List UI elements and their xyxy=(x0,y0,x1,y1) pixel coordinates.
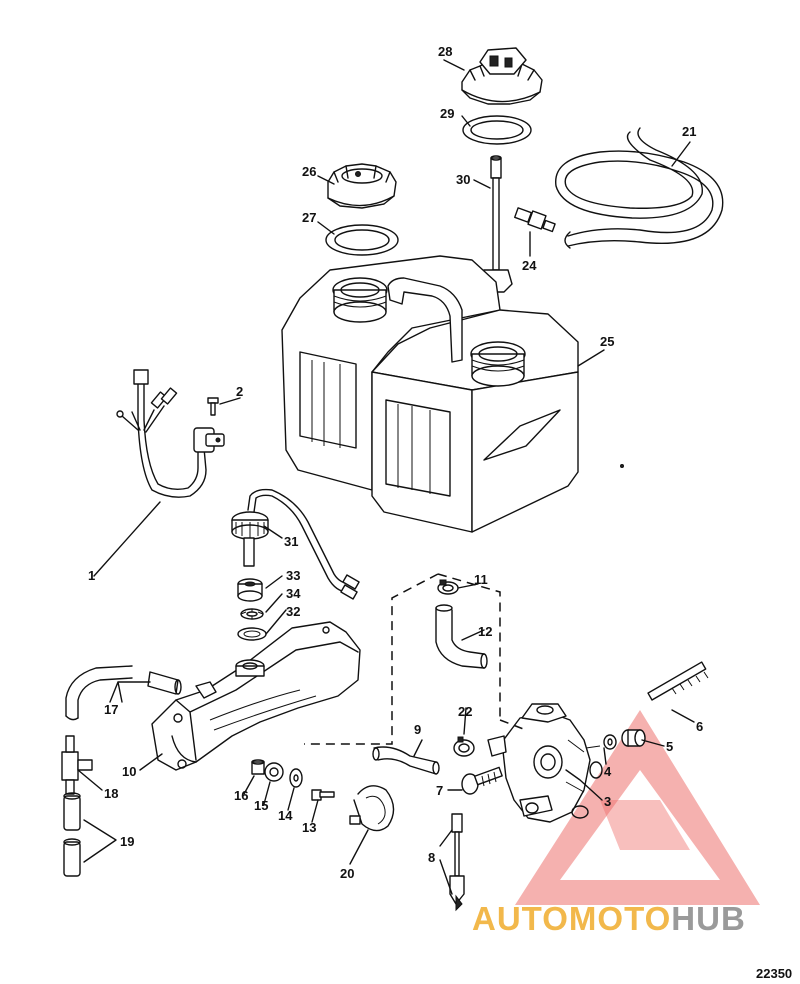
part-21-hose xyxy=(555,127,724,249)
part-14-washer xyxy=(289,768,303,788)
part-3-oil-pump xyxy=(487,703,603,823)
callout-5: 5 xyxy=(666,739,673,754)
part-10-manifold xyxy=(151,621,361,771)
callout-9: 9 xyxy=(414,722,421,737)
callout-33: 33 xyxy=(286,568,300,583)
part-2-screw xyxy=(207,397,219,416)
callout-28: 28 xyxy=(438,44,452,59)
callout-15: 15 xyxy=(254,798,268,813)
part-31-sensor xyxy=(231,488,360,600)
part-16-nut xyxy=(251,759,265,775)
callout-6: 6 xyxy=(696,719,703,734)
figure-number: 22350 xyxy=(756,966,792,981)
callout-13: 13 xyxy=(302,820,316,835)
callout-16: 16 xyxy=(234,788,248,803)
callout-4: 4 xyxy=(604,764,612,779)
callout-1: 1 xyxy=(88,568,95,583)
part-11-clamp xyxy=(437,579,459,595)
callout-19: 19 xyxy=(120,834,134,849)
callout-12: 12 xyxy=(478,624,492,639)
part-33-bushing xyxy=(237,578,263,602)
callout-22: 22 xyxy=(458,704,472,719)
callout-31: 31 xyxy=(284,534,298,549)
callout-30: 30 xyxy=(456,172,470,187)
callout-24: 24 xyxy=(522,258,537,273)
callout-21: 21 xyxy=(682,124,696,139)
part-20-strap xyxy=(349,785,395,832)
part-22-clamp xyxy=(453,736,475,757)
callout-17: 17 xyxy=(104,702,118,717)
callout-27: 27 xyxy=(302,210,316,225)
callout-labels: 1 2 3 4 5 6 7 8 9 10 11 12 13 14 15 16 1… xyxy=(88,44,703,881)
part-13-bolt xyxy=(311,789,335,801)
part-8-link-rod xyxy=(449,813,465,912)
callout-10: 10 xyxy=(122,764,136,779)
callout-2: 2 xyxy=(236,384,243,399)
hose-routing-dashed-line xyxy=(304,573,527,745)
part-4-o-ring xyxy=(603,734,617,750)
part-1-wiring-harness xyxy=(116,369,225,498)
callout-14: 14 xyxy=(278,808,293,823)
callout-8: 8 xyxy=(428,850,435,865)
part-27-gasket xyxy=(325,224,399,256)
part-15-grommet xyxy=(264,762,284,782)
part-34-star-washer xyxy=(240,608,264,620)
part-28-vented-cap xyxy=(461,47,543,105)
callout-25: 25 xyxy=(600,334,614,349)
callout-29: 29 xyxy=(440,106,454,121)
part-7-bolt xyxy=(461,766,503,795)
part-6-drive-shaft xyxy=(647,661,709,701)
callout-7: 7 xyxy=(436,783,443,798)
callout-32: 32 xyxy=(286,604,300,619)
part-26-fill-cap xyxy=(327,163,397,209)
part-9-hose xyxy=(372,746,440,775)
part-18-tee-fitting xyxy=(61,735,93,795)
part-24-fitting xyxy=(514,207,556,233)
part-32-o-ring xyxy=(237,627,267,641)
callout-26: 26 xyxy=(302,164,316,179)
part-19-sleeves xyxy=(63,792,81,877)
part-25-oil-tank xyxy=(281,255,624,533)
callout-20: 20 xyxy=(340,866,354,881)
callout-3: 3 xyxy=(604,794,611,809)
callout-11: 11 xyxy=(474,572,488,587)
leader-lines xyxy=(77,59,695,895)
watermark-brand: AUTOMOTOHUB xyxy=(472,900,746,937)
callout-18: 18 xyxy=(104,786,118,801)
watermark-logo-icon xyxy=(515,710,760,905)
part-29-gasket xyxy=(462,115,532,145)
part-12-hose xyxy=(435,604,488,669)
callout-34: 34 xyxy=(286,586,301,601)
part-5-bushing xyxy=(621,729,646,747)
